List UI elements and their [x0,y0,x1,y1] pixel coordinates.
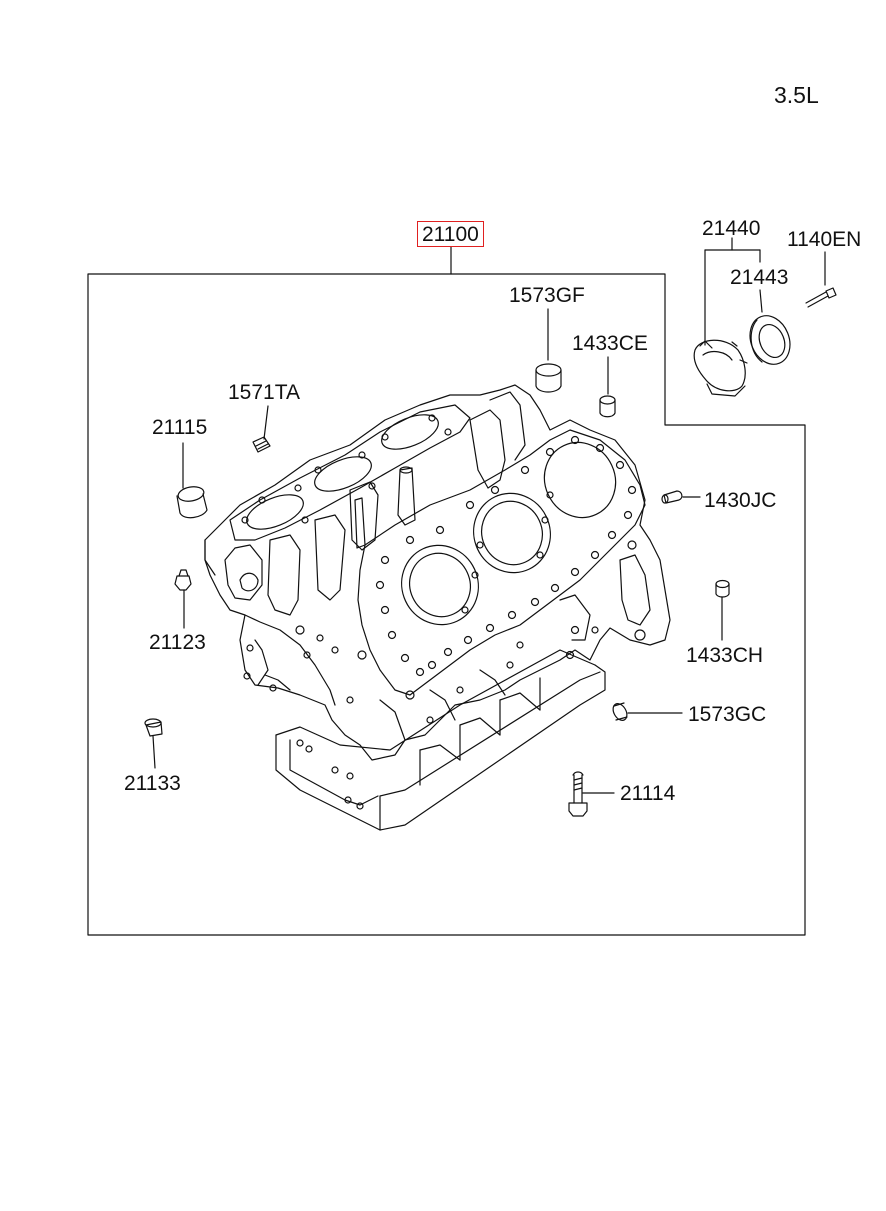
part-1433CH-callout[interactable]: 1433CH [686,644,764,667]
part-1140EN-callout[interactable]: 1140EN [787,228,862,251]
part-21133-callout[interactable]: 21133 [124,772,181,795]
plug-1571ta-part [252,436,271,453]
part-1571TA-callout[interactable]: 1571TA [228,381,300,404]
part-21440-callout[interactable]: 21440 [702,217,761,240]
part-21115-callout[interactable]: 21115 [152,416,208,439]
pin-1433ce-part [599,395,616,418]
leader-21133 [152,735,156,769]
part-21100-callout[interactable]: 21100 [417,221,484,247]
part-1573GC-callout[interactable]: 1573GC [688,703,767,726]
plug-1573gf-part [535,363,562,393]
part-1573GF-callout[interactable]: 1573GF [509,284,585,307]
leader-1571TA [263,405,269,440]
part-1433CE-callout[interactable]: 1433CE [572,332,648,355]
assembly-frame [87,273,806,936]
leader-21440 [704,237,761,346]
plug-21133-part [144,718,163,737]
leader-21443 [759,289,763,313]
part-21114-callout[interactable]: 21114 [620,782,676,805]
part-21123-callout[interactable]: 21123 [149,631,206,654]
oil-seal-case-part [693,339,748,397]
bolt-1140en-part [805,287,837,308]
engine-spec-label: 3.5L [774,82,819,108]
cylinder-block-assembly [204,384,671,831]
plug-21115-part [176,486,208,519]
pin-1433ch-part [715,579,730,598]
bolt-21114-part [568,771,588,817]
plug-1573gc-part [612,702,628,721]
deck-bolt-holes [375,435,637,677]
pin-1430jc-part [661,490,683,504]
part-21443-callout[interactable]: 21443 [730,266,789,289]
oil-seal-part [749,315,791,365]
part-1430JC-callout[interactable]: 1430JC [704,489,777,512]
bolt-21123-part [174,569,192,591]
